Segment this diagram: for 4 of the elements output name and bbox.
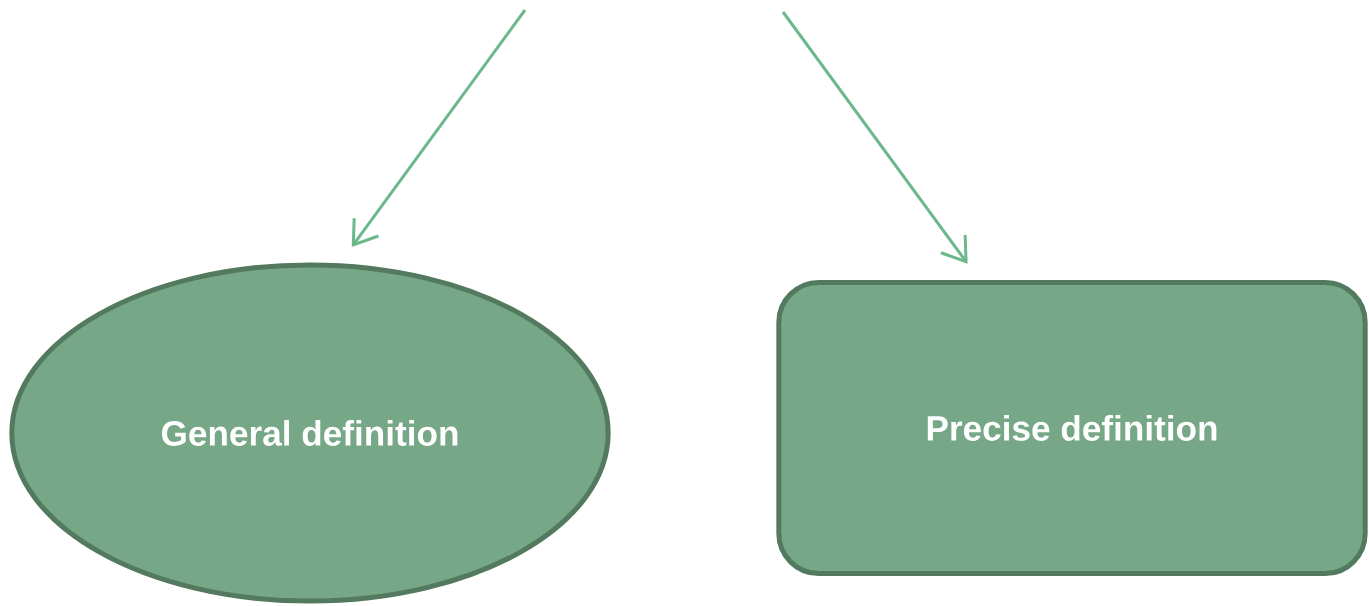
ellipse-node: General definition bbox=[9, 262, 611, 604]
arrow bbox=[781, 11, 968, 264]
arrow bbox=[351, 9, 527, 248]
rounded-box: Precise definition bbox=[776, 279, 1368, 577]
